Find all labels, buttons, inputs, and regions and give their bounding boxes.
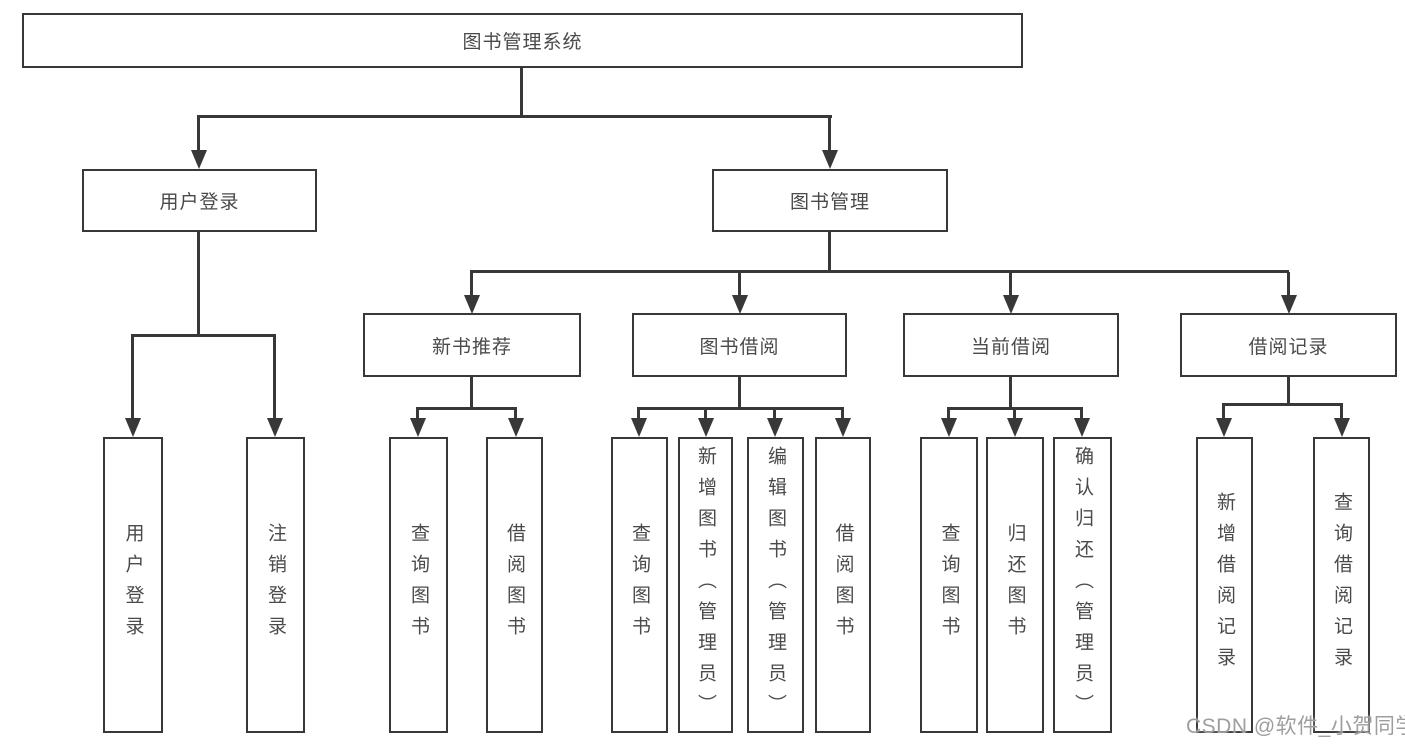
connector-line — [637, 407, 844, 410]
connector-line — [470, 270, 1289, 273]
connector-line — [738, 377, 741, 410]
leaf-edit-books-admin: 编辑图书（管理员） — [747, 437, 804, 733]
arrowhead-down-icon — [191, 150, 207, 169]
arrowhead-down-icon — [822, 150, 838, 169]
node-label: 图书借阅 — [699, 336, 780, 358]
leaf-return-books: 归还图书 — [986, 437, 1044, 733]
leaf-label: 查询借阅记录 — [1331, 492, 1352, 678]
leaf-label: 编辑图书（管理员） — [765, 445, 786, 725]
connector-line — [1287, 377, 1290, 406]
connector-line — [520, 68, 523, 118]
leaf-label: 查询图书 — [408, 523, 429, 647]
leaf-confirm-return-admin: 确认归还（管理员） — [1053, 437, 1112, 733]
arrowhead-down-icon — [698, 418, 714, 437]
arrowhead-down-icon — [1216, 418, 1232, 437]
leaf-borrow-books-recommend: 借阅图书 — [486, 437, 543, 733]
leaf-borrow-books: 借阅图书 — [815, 437, 871, 733]
leaf-label: 借阅图书 — [832, 523, 854, 647]
connector-line — [1222, 403, 1343, 406]
connector-line — [1287, 272, 1290, 297]
node-root: 图书管理系统 — [22, 13, 1023, 68]
leaf-label: 新增借阅记录 — [1214, 492, 1235, 678]
leaf-label: 借阅图书 — [504, 523, 525, 647]
connector-line — [773, 408, 776, 421]
node-label: 新书推荐 — [431, 336, 512, 358]
connector-line — [131, 334, 276, 337]
node-label: 用户登录 — [159, 192, 240, 213]
arrowhead-down-icon — [1334, 418, 1350, 437]
leaf-label: 归还图书 — [1004, 523, 1026, 647]
connector-line — [1222, 404, 1225, 421]
connector-line — [273, 336, 276, 421]
arrowhead-down-icon — [732, 295, 748, 314]
csdn-watermark: CSDN @软件_小贺同学 — [1186, 715, 1405, 738]
leaf-add-books-admin: 新增图书（管理员） — [678, 437, 733, 733]
node-book-borrowing: 图书借阅 — [632, 313, 847, 377]
connector-line — [416, 407, 517, 410]
connector-line — [1340, 404, 1343, 421]
connector-line — [1080, 408, 1083, 421]
node-borrowing-records: 借阅记录 — [1180, 313, 1397, 377]
connector-line — [131, 336, 134, 421]
arrowhead-down-icon — [835, 418, 851, 437]
connector-line — [704, 408, 707, 421]
connector-line — [416, 408, 419, 421]
connector-line — [470, 272, 473, 297]
arrowhead-down-icon — [941, 418, 957, 437]
connector-line — [828, 232, 831, 273]
node-label: 当前借阅 — [970, 336, 1051, 358]
connector-line — [637, 408, 640, 421]
arrowhead-down-icon — [1003, 295, 1019, 314]
arrowhead-down-icon — [767, 418, 783, 437]
leaf-label: 新增图书（管理员） — [695, 445, 716, 725]
connector-line — [738, 272, 741, 297]
connector-line — [1009, 377, 1012, 410]
arrowhead-down-icon — [1007, 418, 1023, 437]
connector-line — [197, 117, 200, 153]
node-label: 图书管理 — [789, 192, 870, 213]
connector-line — [514, 408, 517, 421]
arrowhead-down-icon — [631, 418, 647, 437]
connector-line — [828, 117, 831, 153]
connector-line — [1013, 408, 1016, 421]
leaf-label: 用户登录 — [122, 523, 144, 647]
arrowhead-down-icon — [410, 418, 426, 437]
leaf-user-login: 用户登录 — [103, 437, 163, 733]
node-root-label: 图书管理系统 — [462, 32, 583, 53]
connector-line — [1009, 272, 1012, 297]
leaf-query-books-current: 查询图书 — [920, 437, 978, 733]
leaf-query-books-borrowing: 查询图书 — [611, 437, 668, 733]
connector-line — [841, 408, 844, 421]
connector-line — [947, 408, 950, 421]
node-new-book-recommend: 新书推荐 — [363, 313, 581, 377]
node-user-login: 用户登录 — [82, 169, 317, 232]
arrowhead-down-icon — [125, 418, 141, 437]
arrowhead-down-icon — [464, 295, 480, 314]
leaf-query-books-recommend: 查询图书 — [389, 437, 448, 733]
leaf-label: 查询图书 — [938, 523, 960, 647]
leaf-logout: 注销登录 — [246, 437, 305, 733]
arrowhead-down-icon — [1281, 295, 1297, 314]
leaf-label: 注销登录 — [265, 523, 286, 647]
leaf-label: 查询图书 — [629, 523, 650, 647]
connector-line — [197, 115, 832, 118]
arrowhead-down-icon — [1074, 418, 1090, 437]
node-current-borrowing: 当前借阅 — [903, 313, 1119, 377]
connector-line — [197, 232, 200, 336]
node-book-management: 图书管理 — [712, 169, 948, 232]
node-label: 借阅记录 — [1248, 336, 1329, 358]
leaf-label: 确认归还（管理员） — [1072, 445, 1093, 725]
arrowhead-down-icon — [508, 418, 524, 437]
connector-line — [470, 377, 473, 410]
leaf-add-borrow-record: 新增借阅记录 — [1196, 437, 1253, 733]
leaf-query-borrow-record: 查询借阅记录 — [1313, 437, 1370, 733]
arrowhead-down-icon — [267, 418, 283, 437]
